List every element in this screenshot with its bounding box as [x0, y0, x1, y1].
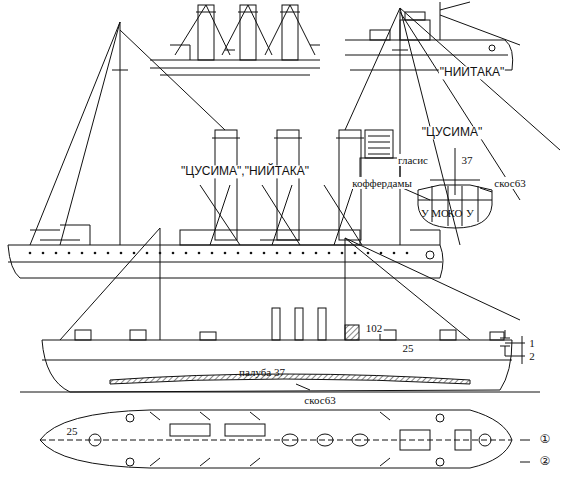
deck-plan — [40, 410, 530, 468]
drawing-label: 37 — [461, 154, 474, 166]
bow-inset — [345, 2, 520, 70]
cruiser-profile — [8, 8, 560, 278]
section-marks — [505, 336, 525, 364]
drawing-label: скос63 — [493, 177, 526, 189]
drawing-label: 25 — [66, 425, 79, 437]
drawing-label: палуба 37 — [238, 366, 286, 378]
drawing-label: 25 — [402, 342, 415, 354]
drawing-label: "НИИТАКА" — [439, 66, 505, 79]
drawing-label: ① — [539, 433, 552, 446]
drawing-label: 1 — [528, 337, 536, 349]
drawing-label: 102 — [365, 322, 384, 334]
drawing-label: гласис — [397, 154, 429, 166]
drawing-label: скос63 — [303, 394, 336, 406]
armour-profile — [20, 228, 540, 392]
drawing-label: У — [420, 207, 430, 219]
drawing-label: У — [465, 207, 475, 219]
drawing-label: 2 — [528, 350, 536, 362]
drawing-label: "ЦУСИМА" — [421, 126, 483, 139]
drawing-label: коффердамы — [351, 177, 413, 189]
funnel-inset — [150, 5, 320, 75]
drawing-label: ② — [539, 455, 552, 468]
drawing-label: МО — [430, 207, 450, 219]
drawing-label: "ЦУСИМА","НИЙТАКА" — [180, 165, 310, 178]
drawing-label: КО — [446, 207, 463, 219]
porthole-row — [29, 252, 409, 255]
